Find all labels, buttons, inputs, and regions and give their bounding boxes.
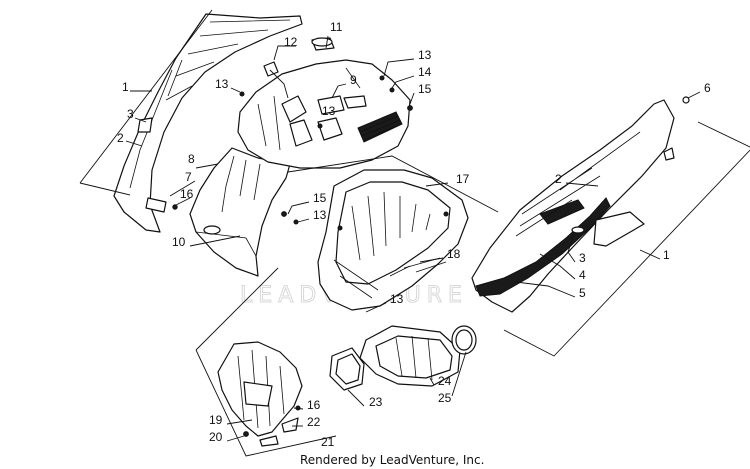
callout-c1b: 1 bbox=[663, 248, 670, 262]
hood-emblem bbox=[203, 225, 221, 235]
callout-c16a: 16 bbox=[180, 187, 194, 201]
storage-bin bbox=[317, 169, 469, 311]
callout-c18: 18 bbox=[447, 247, 461, 261]
front-fascia bbox=[217, 341, 303, 447]
fascia-leaders bbox=[195, 267, 337, 457]
right-panel-leaders bbox=[503, 91, 750, 357]
callout-c21: 21 bbox=[321, 435, 335, 449]
callout-c24: 24 bbox=[438, 374, 452, 388]
callout-c10: 10 bbox=[172, 235, 186, 249]
callout-c19: 19 bbox=[209, 413, 223, 427]
credit-text: Rendered by LeadVenture, Inc. bbox=[300, 453, 484, 467]
callout-c7: 7 bbox=[185, 170, 192, 184]
intake-duct bbox=[329, 325, 477, 391]
callout-c16b: 16 bbox=[307, 398, 321, 412]
storage-leaders bbox=[281, 155, 499, 313]
callout-c23: 23 bbox=[369, 395, 383, 409]
callout-c20: 20 bbox=[209, 430, 223, 444]
duct-leaders bbox=[347, 351, 467, 407]
callout-c17: 17 bbox=[456, 172, 470, 186]
callout-c14: 14 bbox=[418, 65, 432, 79]
callout-c3a: 3 bbox=[127, 107, 134, 121]
right-panel-fastener bbox=[682, 96, 690, 104]
console-leaders bbox=[230, 35, 415, 105]
callout-c9: 9 bbox=[350, 73, 357, 87]
wire-harness-clip bbox=[263, 61, 279, 77]
callout-c12: 12 bbox=[284, 35, 298, 49]
callout-c15b: 15 bbox=[313, 191, 327, 205]
callout-c4: 4 bbox=[579, 268, 586, 282]
callout-c13c: 13 bbox=[418, 48, 432, 62]
callout-c11: 11 bbox=[330, 20, 343, 34]
screw-console-left bbox=[239, 91, 245, 97]
front-hood bbox=[189, 147, 291, 277]
callout-labels: 1328716101312119131314151715131813621345… bbox=[117, 20, 711, 449]
left-side-panel bbox=[113, 13, 303, 233]
callout-c25: 25 bbox=[438, 391, 452, 405]
screw-left-panel bbox=[172, 204, 178, 210]
callout-c8: 8 bbox=[188, 152, 195, 166]
left-panel-leaders bbox=[79, 9, 219, 206]
right-side-panel bbox=[471, 96, 690, 313]
callout-c5: 5 bbox=[579, 286, 586, 300]
upper-console bbox=[237, 37, 413, 169]
callout-c2a: 2 bbox=[117, 131, 124, 145]
right-panel-graphic-decal bbox=[475, 197, 611, 297]
callout-c13a: 13 bbox=[215, 77, 229, 91]
callout-c13d: 13 bbox=[313, 208, 327, 222]
console-vent bbox=[357, 111, 403, 143]
callout-c2b: 2 bbox=[555, 172, 562, 186]
right-panel-emblem bbox=[593, 211, 645, 247]
callout-c13b: 13 bbox=[322, 104, 336, 118]
callout-c15a: 15 bbox=[418, 82, 432, 96]
callout-c3b: 3 bbox=[579, 251, 586, 265]
callout-c13e: 13 bbox=[390, 292, 404, 306]
callout-c6: 6 bbox=[704, 81, 711, 95]
callout-c1a: 1 bbox=[122, 80, 129, 94]
side-panel-emblem-left bbox=[137, 117, 153, 133]
callout-c22: 22 bbox=[307, 415, 321, 429]
